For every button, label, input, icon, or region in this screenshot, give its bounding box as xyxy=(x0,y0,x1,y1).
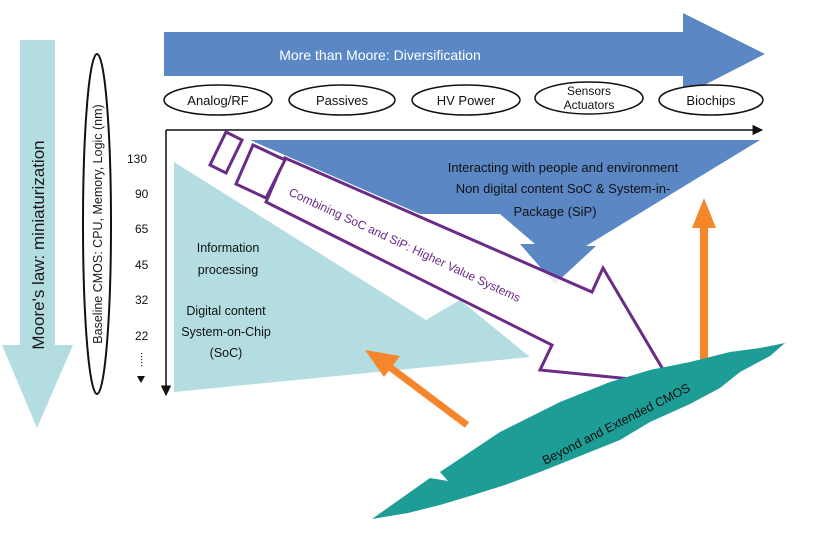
more-than-moore-arrow xyxy=(164,13,765,96)
moores-law-label: Moore's law: miniaturization xyxy=(29,140,48,349)
pill-sensors-label: Sensors xyxy=(567,84,611,98)
pill-biochips: Biochips xyxy=(658,84,764,116)
beyond-cmos-shape xyxy=(372,343,785,519)
node-dots-arrowhead xyxy=(137,376,145,383)
teal-region-line2: processing xyxy=(198,263,258,277)
orange-arrow-up xyxy=(692,198,716,360)
combining-soc-sip-arrow xyxy=(264,156,674,385)
teal-region-line3: Digital content xyxy=(186,304,266,318)
node-45: 45 xyxy=(135,258,149,272)
node-labels: 130 90 65 45 32 22 ..... xyxy=(127,152,150,383)
node-130: 130 xyxy=(127,152,147,166)
pill-analog-rf-label: Analog/RF xyxy=(187,93,248,108)
blue-region-line2: Non digital content SoC & System-in- xyxy=(456,181,671,196)
baseline-cmos-oval xyxy=(82,53,112,395)
baseline-cmos-label: Baseline CMOS: CPU, Memory, Logic (nm) xyxy=(91,104,105,343)
blue-region-line1: Interacting with people and environment xyxy=(448,160,679,175)
non-digital-region xyxy=(250,140,760,284)
pill-actuators-label: Actuators xyxy=(564,98,615,112)
pill-analog-rf: Analog/RF xyxy=(163,84,273,116)
moores-law-arrow xyxy=(2,40,73,428)
pill-passives: Passives xyxy=(288,84,396,116)
node-65: 65 xyxy=(135,222,149,236)
teal-region-line1: Information xyxy=(197,241,260,255)
information-processing-region xyxy=(174,162,530,392)
arrow-tail-square-2 xyxy=(234,142,288,200)
pill-hv-power: HV Power xyxy=(411,84,521,116)
teal-region-line5: (SoC) xyxy=(210,346,243,360)
more-than-moore-label: More than Moore: Diversification xyxy=(279,47,481,63)
node-90: 90 xyxy=(135,187,149,201)
blue-region-line3: Package (SiP) xyxy=(513,204,596,219)
orange-arrow-left xyxy=(365,350,470,428)
pill-passives-label: Passives xyxy=(316,93,369,108)
pill-biochips-label: Biochips xyxy=(686,93,736,108)
pill-hv-power-label: HV Power xyxy=(437,93,496,108)
node-more-dots: ..... xyxy=(138,352,150,367)
node-32: 32 xyxy=(135,293,149,307)
teal-region-line4: System-on-Chip xyxy=(181,325,271,339)
pill-sensors-actuators: Sensors Actuators xyxy=(534,81,644,115)
node-22: 22 xyxy=(135,329,149,343)
arrow-tail-square-1 xyxy=(208,129,244,176)
